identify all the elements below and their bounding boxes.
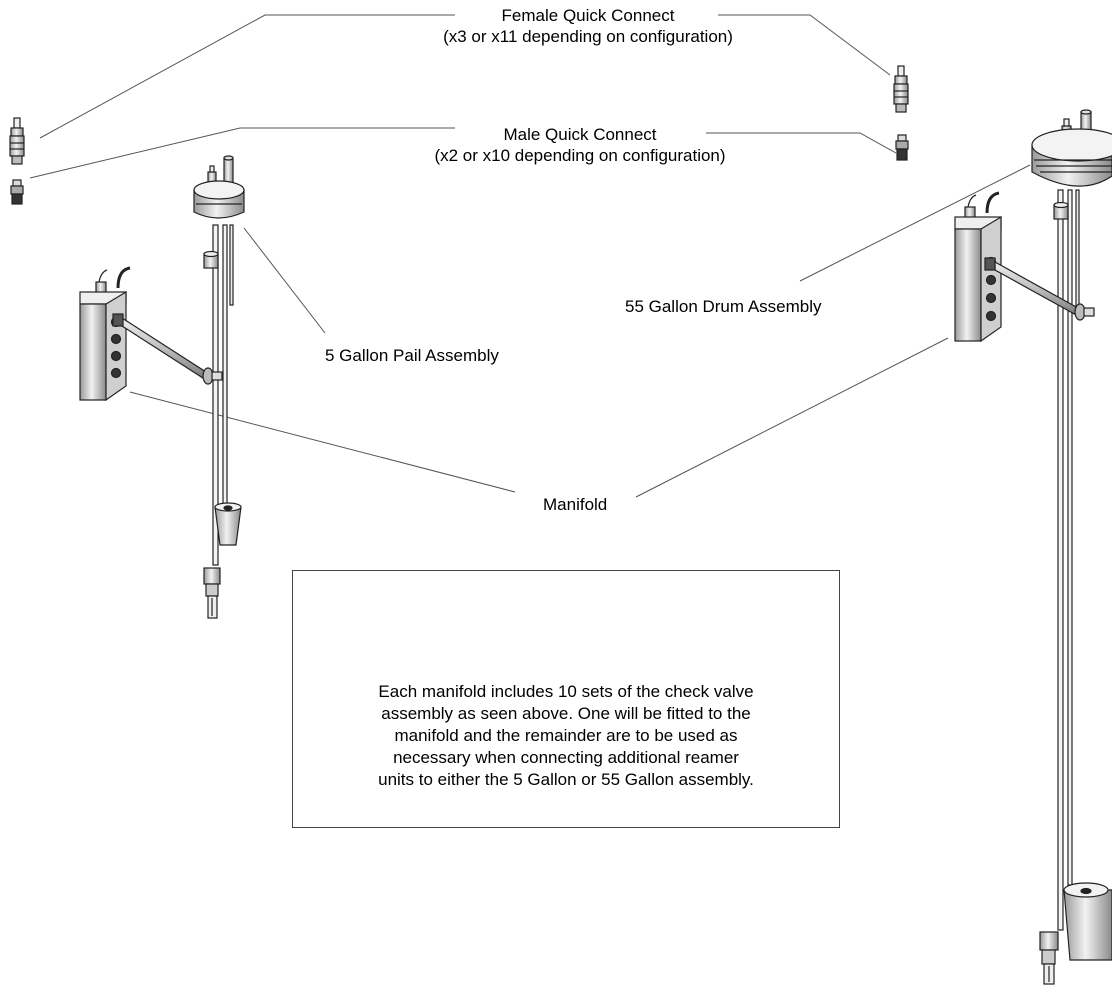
male-quick-connect-title: Male Quick Connect — [503, 125, 657, 144]
leader-lines — [29, 14, 1031, 498]
female-quick-connect-right — [893, 65, 909, 113]
note-line: Each manifold includes 10 sets of the ch… — [378, 682, 754, 701]
leader-manifold-right — [635, 337, 949, 498]
male-quick-connect-left — [10, 179, 24, 205]
note-line: assembly as seen above. One will be fitt… — [381, 704, 751, 723]
leader-male-left — [29, 127, 455, 179]
manifold-right-drawing — [954, 191, 1095, 343]
pail-assembly-drawing — [193, 155, 245, 619]
note-line: necessary when connecting additional rea… — [393, 748, 739, 767]
male-quick-connect-subtitle: (x2 or x10 depending on configuration) — [434, 146, 726, 165]
leader-drum — [799, 164, 1031, 282]
male-quick-connect-right — [895, 134, 909, 161]
check-valve-note-box: Each manifold includes 10 sets of the ch… — [292, 570, 840, 828]
female-quick-connect-label: Female Quick Connect (x3 or x11 dependin… — [398, 5, 778, 47]
note-line: units to either the 5 Gallon or 55 Gallo… — [378, 770, 754, 789]
drum-assembly-drawing — [1031, 109, 1112, 985]
leader-female-right — [718, 14, 891, 76]
drum-assembly-label: 55 Gallon Drum Assembly — [625, 297, 822, 316]
leader-female-left — [39, 14, 455, 139]
manifold-left-drawing — [79, 266, 223, 402]
pail-assembly-label: 5 Gallon Pail Assembly — [325, 346, 499, 365]
leader-manifold-left — [129, 391, 516, 493]
leader-pail — [243, 227, 326, 334]
check-valve-note-text: Each manifold includes 10 sets of the ch… — [293, 681, 839, 791]
leader-male-right — [706, 132, 897, 154]
female-quick-connect-title: Female Quick Connect — [501, 6, 675, 25]
female-quick-connect-left — [9, 117, 25, 165]
manifold-label: Manifold — [543, 495, 608, 514]
note-line: manifold and the remainder are to be use… — [394, 726, 738, 745]
female-quick-connect-subtitle: (x3 or x11 depending on configuration) — [443, 27, 733, 46]
male-quick-connect-label: Male Quick Connect (x2 or x10 depending … — [390, 124, 770, 166]
